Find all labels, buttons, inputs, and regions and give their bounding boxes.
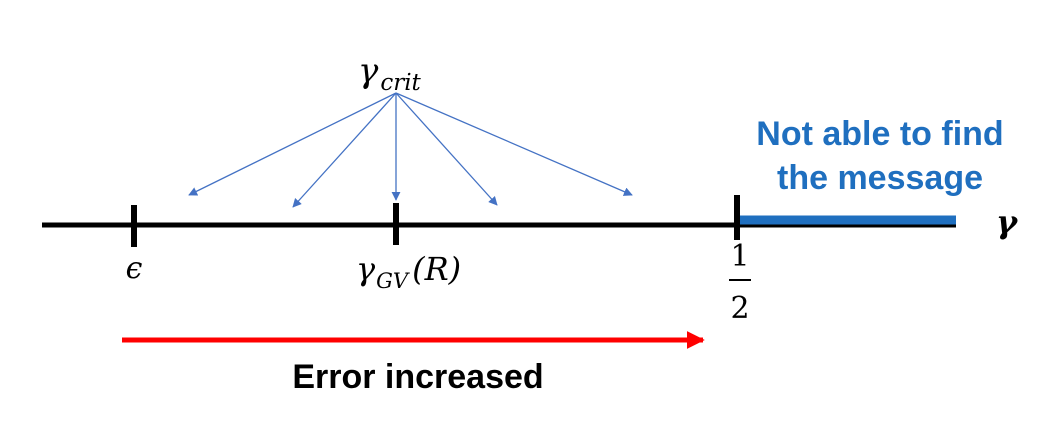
crit-arrow-2 (292, 92, 397, 208)
gamma-gv-symbol: γ (356, 250, 376, 288)
crit-arrow-4 (395, 92, 498, 206)
not-able-line-1: Not able to find (756, 115, 1003, 153)
gamma-gv-label: γGV(R) (356, 250, 461, 293)
error-increased-label: Error increased (292, 358, 543, 396)
not-able-line-2: the message (777, 159, 983, 197)
crit-arrow-1 (188, 92, 397, 196)
gamma-crit-symbol: γ (358, 51, 379, 91)
gamma-gv-subscript: GV (376, 269, 410, 293)
gamma-crit-label: γcrit (358, 51, 422, 96)
gamma-gv-argument: (R) (412, 250, 461, 288)
crit-arrow-5 (395, 92, 633, 196)
half-denominator: 2 (730, 291, 749, 326)
gamma-axis-label: γ (996, 203, 1019, 241)
epsilon-label: ϵ (126, 251, 143, 286)
gamma-crit-subscript: crit (380, 70, 421, 96)
half-numerator: 1 (730, 239, 749, 274)
